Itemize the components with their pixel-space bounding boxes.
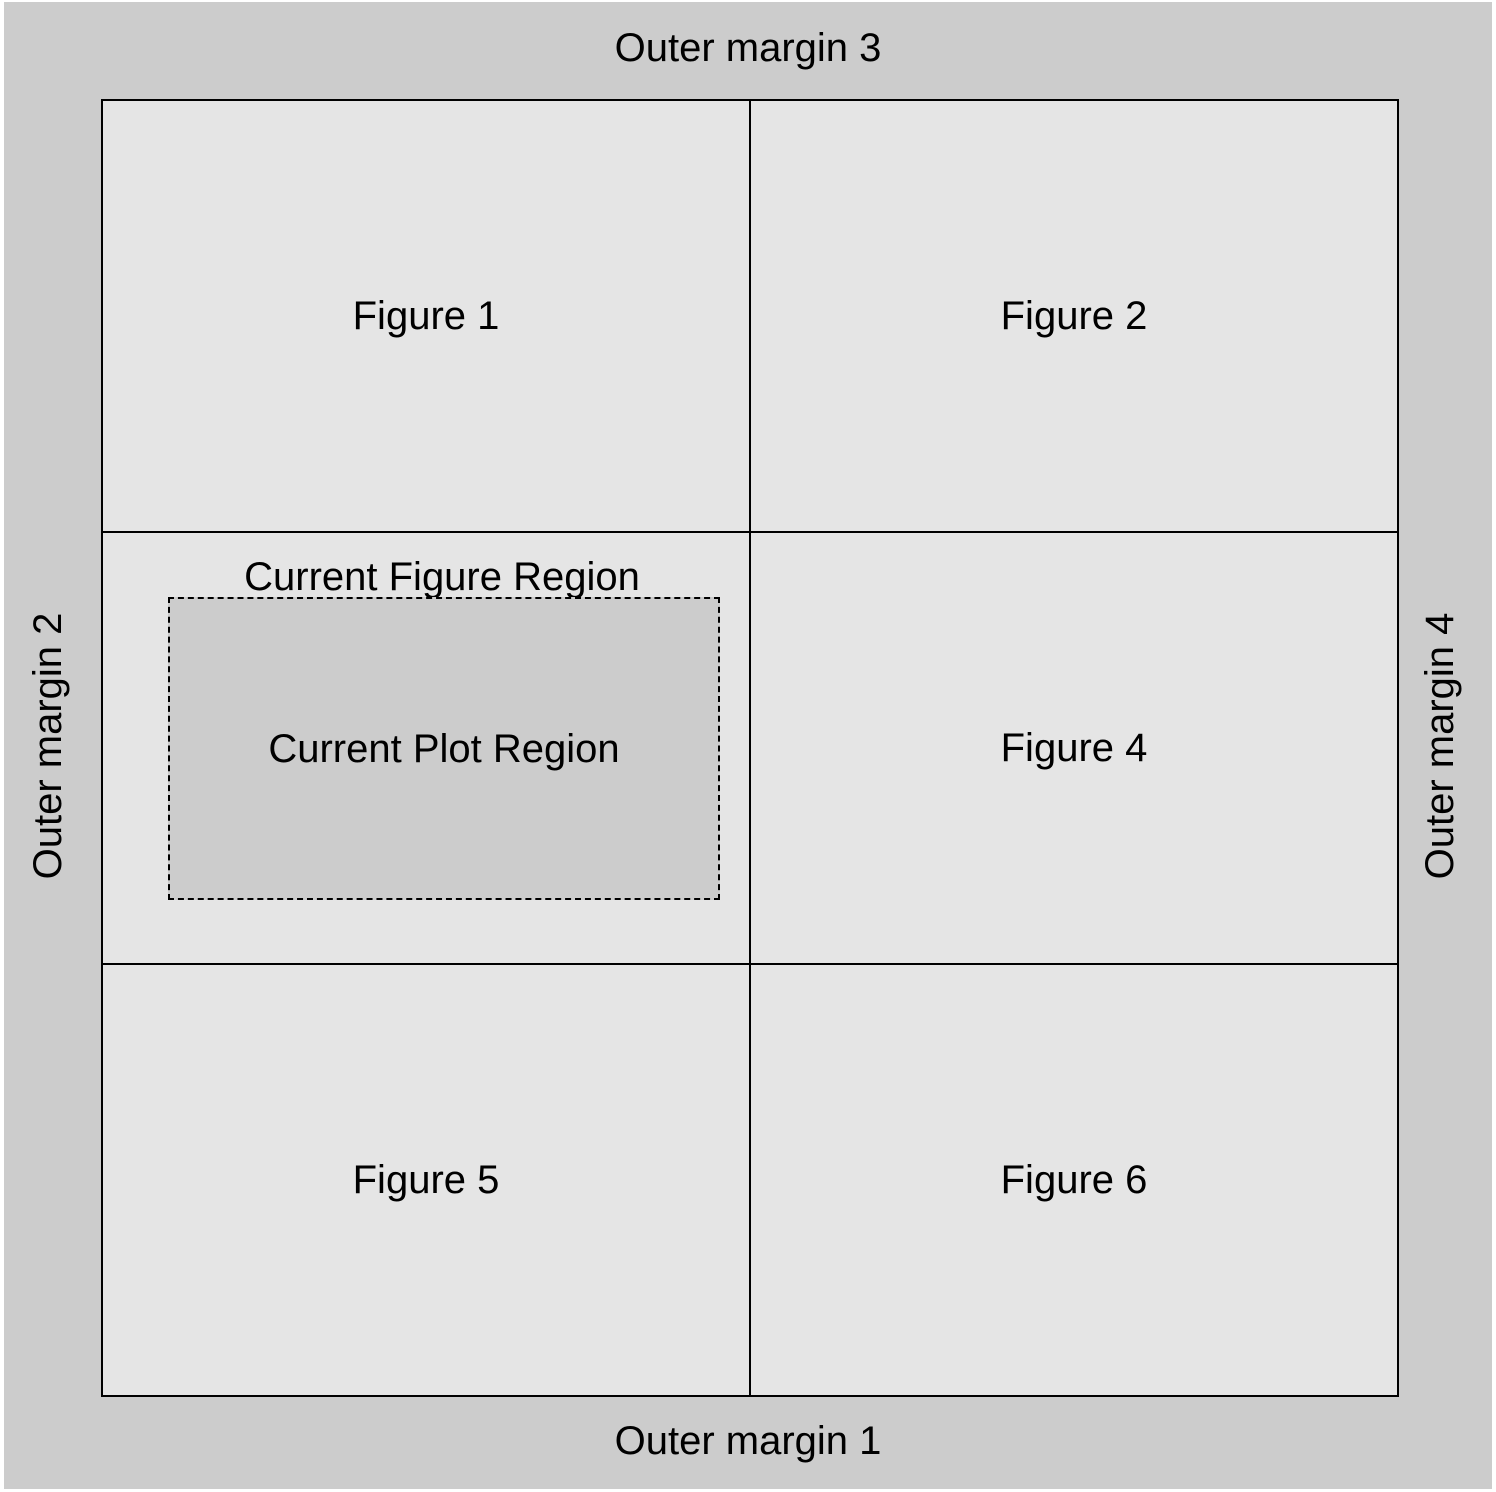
grid-horizontal-divider-2: [103, 963, 1397, 965]
current-figure-region-label: Current Figure Region: [244, 555, 640, 599]
grid-horizontal-divider-1: [103, 531, 1397, 533]
figure-5-cell: Figure 5: [103, 965, 749, 1395]
grid-vertical-divider: [749, 101, 751, 1395]
figure-1-label: Figure 1: [352, 294, 500, 338]
device-region: Outer margin 3 Outer margin 1 Outer marg…: [4, 2, 1492, 1489]
figure-grid: Figure 1 Figure 2 Figure 4 Figure 5 Figu…: [101, 99, 1399, 1397]
outer-margin-1-label: Outer margin 1: [614, 1419, 882, 1463]
figure-4-label: Figure 4: [1000, 726, 1148, 770]
outer-margin-2-label: Outer margin 2: [26, 612, 70, 880]
figure-5-label: Figure 5: [352, 1158, 500, 1202]
figure-6-label: Figure 6: [1000, 1158, 1148, 1202]
outer-margin-4-label: Outer margin 4: [1418, 612, 1462, 880]
outer-margin-3-label: Outer margin 3: [614, 26, 882, 70]
figure-6-cell: Figure 6: [751, 965, 1397, 1395]
figure-1-cell: Figure 1: [103, 101, 749, 531]
figure-4-cell: Figure 4: [751, 533, 1397, 963]
current-plot-region-label: Current Plot Region: [268, 726, 620, 771]
figure-2-cell: Figure 2: [751, 101, 1397, 531]
current-plot-region: Current Plot Region: [168, 597, 720, 900]
figure-2-label: Figure 2: [1000, 294, 1148, 338]
